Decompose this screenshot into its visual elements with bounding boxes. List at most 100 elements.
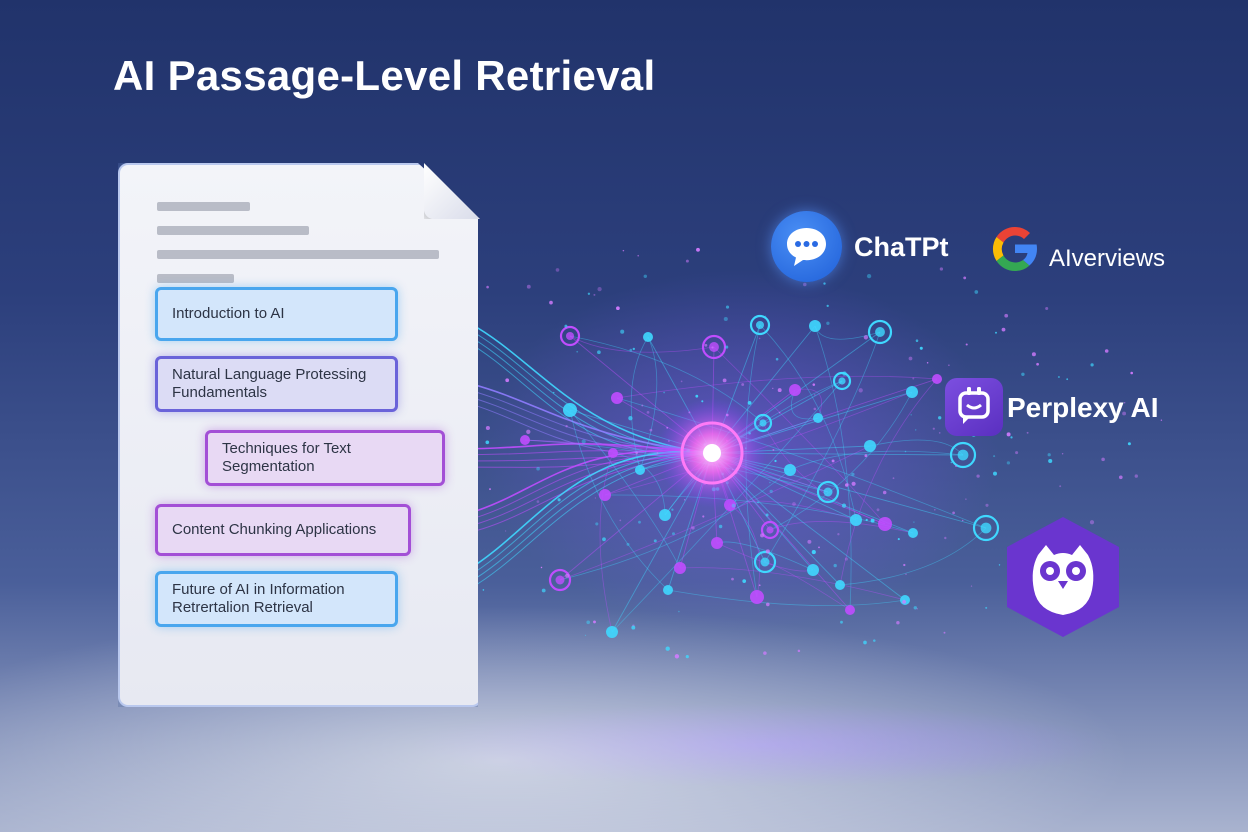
network-particle — [649, 428, 653, 432]
network-particle — [863, 640, 867, 645]
network-particle — [913, 521, 915, 523]
network-node — [520, 435, 530, 445]
network-particle — [873, 639, 876, 642]
network-particle — [1089, 520, 1095, 525]
central-hub-ring — [680, 421, 744, 485]
owl-icon — [1007, 517, 1119, 637]
network-particle — [765, 602, 770, 607]
network-particle — [685, 655, 689, 659]
network-particle — [792, 502, 796, 506]
network-particle — [565, 573, 570, 578]
network-node — [565, 331, 575, 341]
network-particle — [619, 519, 622, 522]
network-particle — [725, 305, 730, 309]
google-ai-overviews-label: AIverviews — [1049, 245, 1166, 272]
network-particle — [646, 411, 650, 414]
network-node — [563, 403, 577, 417]
network-particle — [995, 331, 997, 334]
network-particle — [948, 364, 950, 366]
network-edge — [839, 527, 987, 586]
network-particle — [489, 488, 491, 491]
network-node — [813, 413, 823, 423]
network-node — [750, 590, 764, 604]
network-node — [635, 465, 645, 475]
network-particle — [742, 579, 747, 583]
network-particle — [897, 538, 900, 541]
network-particle — [602, 537, 606, 542]
network-node — [838, 377, 846, 385]
central-hub-core — [703, 444, 721, 462]
network-particle — [557, 498, 561, 502]
network-particle — [914, 429, 917, 431]
network-particle — [1047, 453, 1051, 457]
network-particle — [840, 620, 843, 624]
network-edge — [729, 500, 857, 521]
network-particle — [764, 315, 767, 318]
network-particle — [775, 357, 779, 361]
network-particle — [876, 508, 880, 512]
network-node — [789, 384, 801, 396]
passage-introduction[interactable]: Introduction to AI — [155, 287, 398, 341]
network-edge — [764, 331, 881, 563]
network-particle — [1045, 306, 1049, 311]
network-particle — [976, 474, 980, 478]
network-particle — [1101, 457, 1105, 462]
network-particle — [1122, 411, 1127, 416]
network-node — [908, 528, 918, 538]
network-particle — [811, 550, 816, 555]
network-particle — [933, 508, 936, 511]
network-node — [878, 517, 892, 531]
network-particle — [1001, 327, 1006, 332]
network-node — [611, 392, 623, 404]
network-particle — [685, 259, 689, 263]
network-particle — [1059, 485, 1062, 488]
passage-content-chunking[interactable]: Content Chunking Applications — [155, 504, 411, 556]
network-node — [807, 564, 819, 576]
network-edge — [569, 335, 764, 424]
network-particle — [1004, 313, 1009, 318]
network-edge — [559, 469, 791, 581]
network-particle — [903, 563, 906, 567]
network-particle — [833, 563, 837, 568]
network-particle — [1057, 375, 1060, 379]
network-node-ring — [749, 314, 771, 336]
network-particle — [758, 584, 761, 587]
passage-text-segmentation[interactable]: Techniques for Text Segmentation — [205, 430, 445, 486]
network-particle — [1127, 442, 1131, 446]
network-particle — [691, 526, 695, 530]
network-node-ring — [832, 371, 852, 391]
passage-nlp-fundamentals[interactable]: Natural Language Protessing Fundamentals — [155, 356, 398, 412]
network-particle — [908, 356, 913, 361]
passage-future-retrieval[interactable]: Future of AI in Information Retrertalion… — [155, 571, 398, 627]
network-particle — [902, 600, 906, 604]
network-node — [663, 585, 673, 595]
perplexity-label: Perplexy AI — [1007, 392, 1159, 423]
network-particle — [1118, 475, 1123, 480]
network-node — [845, 605, 855, 615]
network-particle — [760, 533, 765, 538]
network-particle — [910, 414, 912, 416]
network-particle — [1066, 378, 1069, 381]
doc-text-line — [157, 226, 309, 235]
network-particle — [1090, 363, 1094, 367]
network-edge — [612, 452, 666, 516]
network-particle — [678, 610, 680, 613]
network-particle — [823, 282, 826, 285]
network-edge — [616, 397, 987, 529]
network-node-ring — [949, 441, 977, 469]
network-particle — [863, 335, 869, 340]
doc-text-line — [157, 274, 234, 283]
network-node — [755, 320, 765, 330]
network-particle — [671, 532, 676, 536]
network-particle — [1026, 431, 1029, 434]
network-particle — [938, 432, 941, 434]
network-particle — [803, 282, 807, 287]
network-particle — [961, 519, 964, 522]
network-particle — [772, 387, 774, 389]
network-node — [809, 320, 821, 332]
network-particle — [504, 530, 507, 532]
network-node-ring — [548, 568, 572, 592]
network-particle — [841, 503, 847, 508]
network-edge — [839, 378, 938, 586]
network-particle — [1160, 419, 1163, 421]
